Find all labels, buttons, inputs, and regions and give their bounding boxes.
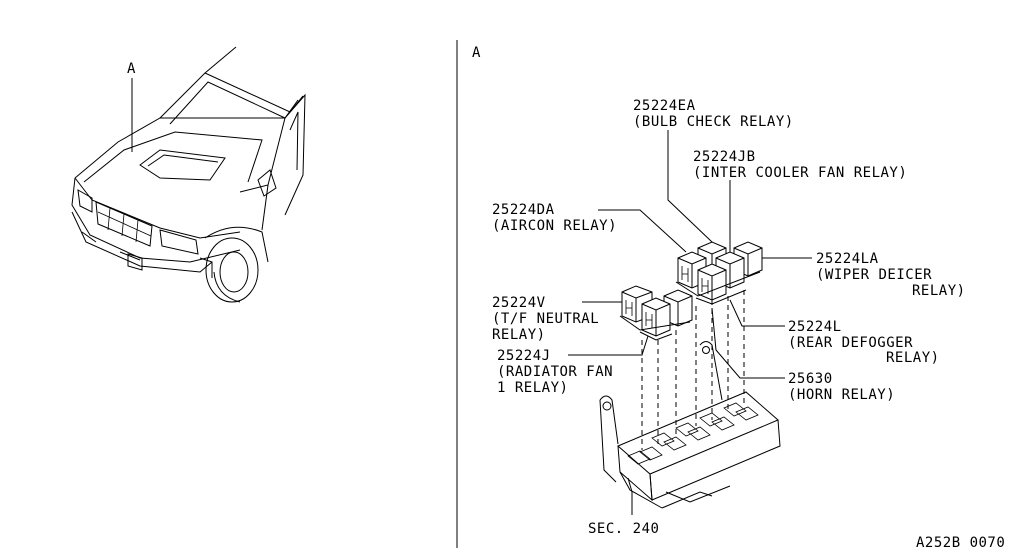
inter-cooler-description: (INTER COOLER FAN RELAY) [693,165,907,181]
part-labels: 25224EA (BULB CHECK RELAY) 25224JB (INTE… [492,98,966,537]
alignment-lines [641,290,745,450]
tf-neutral-description-2: RELAY) [492,327,546,343]
rear-defogger-description-2: RELAY) [886,350,940,366]
bulb-check-description: (BULB CHECK RELAY) [633,114,794,130]
relay-box [599,341,781,509]
wiper-deicer-description-2: RELAY) [912,283,966,299]
wiper-deicer-part-number: 25224LA [816,251,879,267]
rear-defogger-part-number: 25224L [788,319,842,335]
right-view-marker: A [472,45,481,61]
leader-lines [568,130,812,515]
aircon-part-number: 25224DA [492,202,555,218]
radiator-fan-description-1: (RADIATOR FAN [497,364,613,380]
figure-code: A252B 0070 [916,535,1005,551]
left-view-marker: A [127,61,136,77]
tf-neutral-description-1: (T/F NEUTRAL [492,311,599,327]
horn-description: (HORN RELAY) [788,387,895,403]
section-reference: SEC. 240 [588,521,659,537]
radiator-fan-description-2: 1 RELAY) [497,380,568,396]
horn-part-number: 25630 [788,371,833,387]
relay-group-upper [675,241,763,305]
relay-group-lower [619,285,693,341]
bulb-check-part-number: 25224EA [633,98,696,114]
inter-cooler-part-number: 25224JB [693,149,756,165]
vehicle-illustration: A [71,46,306,303]
radiator-fan-part-number: 25224J [497,348,551,364]
rear-defogger-description-1: (REAR DEFOGGER [788,335,913,351]
tf-neutral-part-number: 25224V [492,295,546,311]
aircon-description: (AIRCON RELAY) [492,218,617,234]
wiper-deicer-description-1: (WIPER DEICER [816,267,932,283]
